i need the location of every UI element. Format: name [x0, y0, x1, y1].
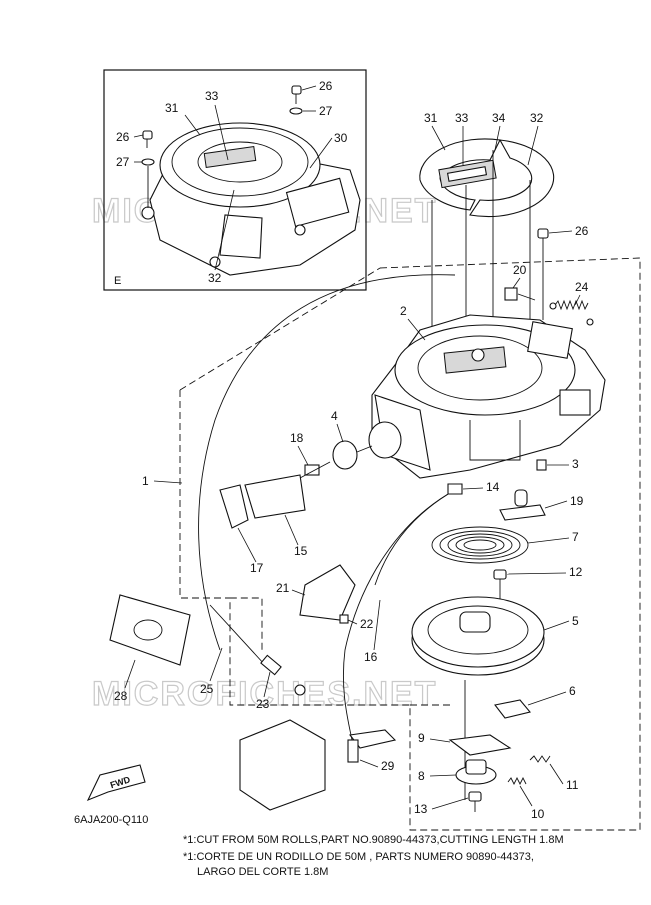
- callout-4: 4: [331, 409, 338, 423]
- watermark-lower: MICROFICHES.NET: [92, 675, 437, 713]
- inset-tag: E: [114, 275, 121, 287]
- tube-25: [209, 604, 266, 666]
- callout-inset-31: 31: [165, 101, 179, 115]
- start-cable-1: [198, 274, 456, 651]
- callout-1: 1: [142, 474, 149, 488]
- callout-2: 2: [400, 304, 407, 318]
- handle-assembly: [219, 461, 331, 529]
- fwd-arrow-icon: FWD: [86, 764, 146, 802]
- rope-drum-5: [411, 596, 545, 676]
- callout-20: 20: [513, 263, 527, 277]
- screw-13: [468, 791, 482, 812]
- callout-inset-26-a: 26: [319, 79, 333, 93]
- joint-14: [447, 483, 463, 495]
- callout-inset-33: 33: [205, 89, 219, 103]
- callout-25: 25: [200, 682, 214, 696]
- starter-housing-2: [371, 314, 606, 479]
- callout-inset-27-a: 27: [319, 104, 333, 118]
- callout-32: 32: [530, 111, 544, 125]
- callout-24: 24: [575, 280, 589, 294]
- inset-frame: [103, 69, 367, 291]
- callout-5: 5: [572, 614, 579, 628]
- spring-11: [529, 755, 551, 763]
- callout-inset-26-b: 26: [116, 130, 130, 144]
- callout-18: 18: [290, 431, 304, 445]
- stopper-20: [504, 287, 536, 301]
- callout-14: 14: [486, 480, 500, 494]
- callout-inset-30: 30: [334, 131, 348, 145]
- plate-19: [499, 504, 546, 521]
- callout-6: 6: [569, 684, 576, 698]
- spiral-spring-7: [431, 526, 529, 564]
- callout-16: 16: [364, 650, 378, 664]
- lever-21: [299, 564, 356, 621]
- callout-22: 22: [360, 617, 374, 631]
- callout-11: 11: [566, 778, 579, 792]
- callout-7: 7: [572, 530, 579, 544]
- footnote-line-2: *1:CORTE DE UN RODILLO DE 50M , PARTS NU…: [183, 851, 534, 863]
- callout-8: 8: [418, 769, 425, 783]
- screw-22: [339, 614, 349, 624]
- callout-9: 9: [418, 731, 425, 745]
- callout-13: 13: [414, 802, 428, 816]
- inset-washer-27-a: [289, 107, 303, 115]
- plate-9: [448, 734, 512, 756]
- decal-set: [419, 138, 555, 218]
- bracket: [239, 719, 326, 811]
- callout-12: 12: [569, 565, 583, 579]
- callout-19: 19: [570, 494, 584, 508]
- spring-24: [549, 299, 594, 326]
- callout-28: 28: [114, 689, 128, 703]
- footnote-line-1: *1:CUT FROM 50M ROLLS,PART NO.90890-4437…: [183, 834, 564, 846]
- inset-screw-26-b: [142, 130, 153, 148]
- callout-31: 31: [424, 111, 438, 125]
- callout-26: 26: [575, 224, 589, 238]
- callout-3: 3: [572, 457, 579, 471]
- callout-34: 34: [492, 111, 506, 125]
- screw-12: [493, 569, 507, 615]
- drawing-reference-code: 6AJA200-Q110: [74, 814, 149, 826]
- grommet-4: [332, 421, 402, 470]
- callout-10: 10: [531, 807, 545, 821]
- spring-10: [507, 776, 527, 786]
- inset-cover-assembly: [141, 122, 361, 276]
- callout-23: 23: [256, 697, 270, 711]
- collar-3: [536, 459, 547, 471]
- friction-plate-8: [455, 759, 497, 785]
- callout-29: 29: [381, 759, 395, 773]
- callout-21: 21: [276, 581, 290, 595]
- screw-26: [537, 228, 549, 320]
- callout-15: 15: [294, 544, 308, 558]
- pawl-6: [494, 699, 531, 719]
- inset-washer-27-b: [141, 158, 155, 166]
- callout-inset-32: 32: [208, 271, 222, 285]
- fitting-23: [260, 654, 306, 696]
- callout-17: 17: [250, 561, 264, 575]
- inset-screw-26-a: [291, 85, 302, 104]
- plate-28: [109, 594, 191, 666]
- callout-inset-27-b: 27: [116, 155, 130, 169]
- callout-33: 33: [455, 111, 469, 125]
- footnote-line-3: LARGO DEL CORTE 1.8M: [197, 866, 329, 878]
